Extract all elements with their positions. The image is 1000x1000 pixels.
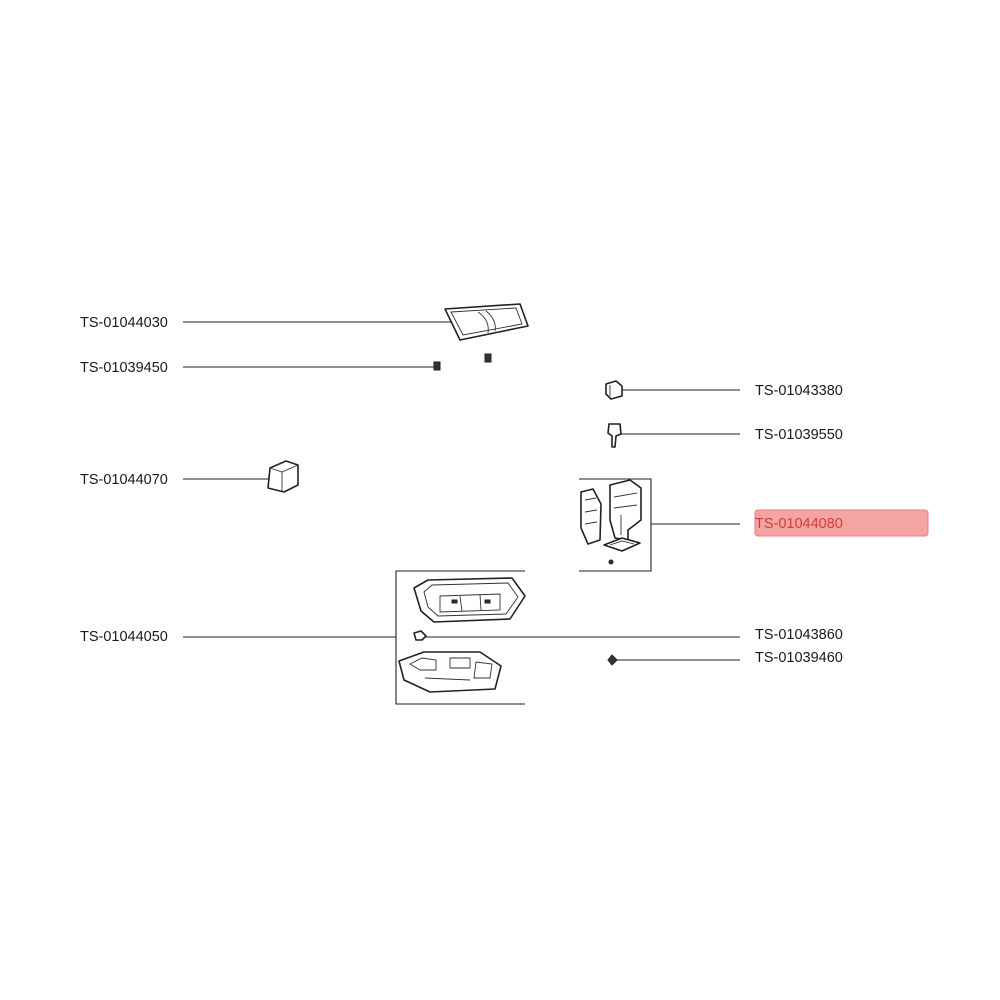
label-ts-01043860[interactable]: TS-01043860 (755, 627, 843, 643)
part-ts-01044050[interactable] (183, 570, 526, 705)
part-ts-01044030[interactable] (183, 303, 529, 341)
part-ts-01044070[interactable] (183, 460, 299, 493)
label-ts-01043380[interactable]: TS-01043380 (755, 383, 843, 399)
part-ts-01044080[interactable] (579, 478, 740, 572)
part-ts-01043380[interactable] (605, 380, 740, 400)
part-ts-01039460[interactable] (607, 654, 740, 666)
part-ts-01043860[interactable] (413, 630, 740, 641)
label-ts-01044080[interactable]: TS-01044080 (755, 516, 843, 532)
label-ts-01039450[interactable]: TS-01039450 (80, 360, 168, 376)
label-ts-01044030[interactable]: TS-01044030 (80, 315, 168, 331)
label-ts-01044070[interactable]: TS-01044070 (80, 472, 168, 488)
part-ts-01039450[interactable] (183, 353, 492, 371)
label-ts-01039460[interactable]: TS-01039460 (755, 650, 843, 666)
highlight-box-ts-01044080 (754, 509, 929, 537)
part-ts-01039550[interactable] (607, 423, 740, 448)
label-ts-01044050[interactable]: TS-01044050 (80, 629, 168, 645)
label-ts-01039550[interactable]: TS-01039550 (755, 427, 843, 443)
